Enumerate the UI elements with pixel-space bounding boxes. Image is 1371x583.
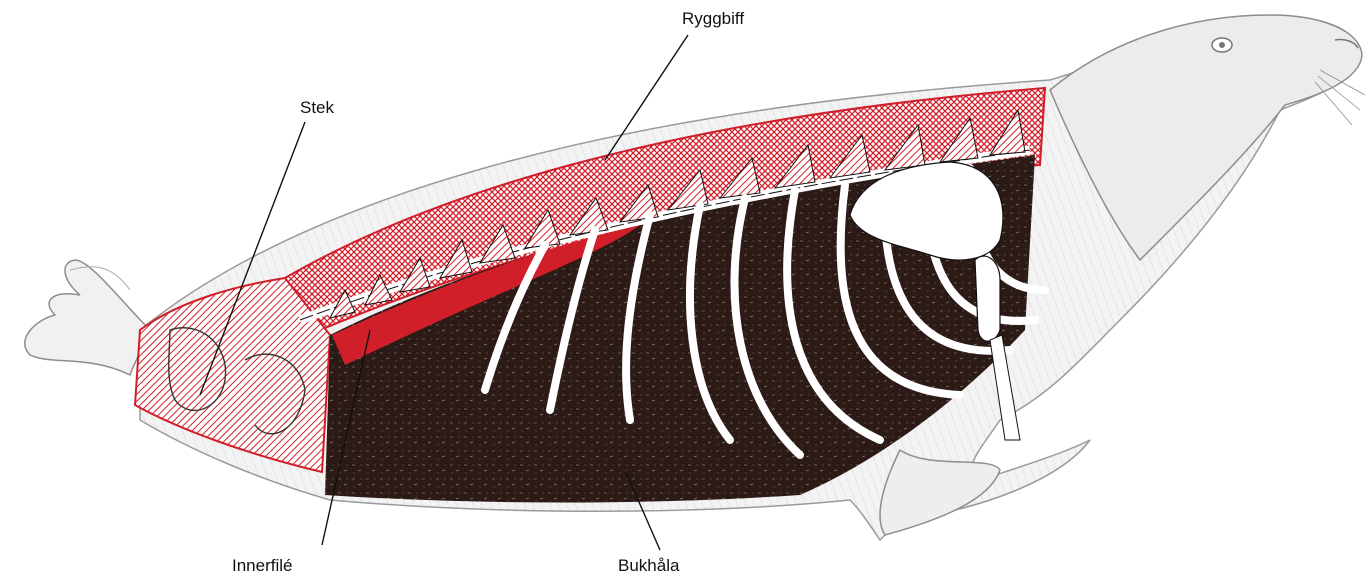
stek-label: Stek <box>300 98 334 118</box>
bukhala-label: Bukhåla <box>618 556 679 576</box>
front-flipper-sketch <box>880 450 1000 535</box>
flipper-sketch <box>25 260 150 375</box>
ryggbiff-label: Ryggbiff <box>682 9 744 29</box>
innerfile-label: Innerfilé <box>232 556 292 576</box>
stek-region <box>135 278 330 472</box>
